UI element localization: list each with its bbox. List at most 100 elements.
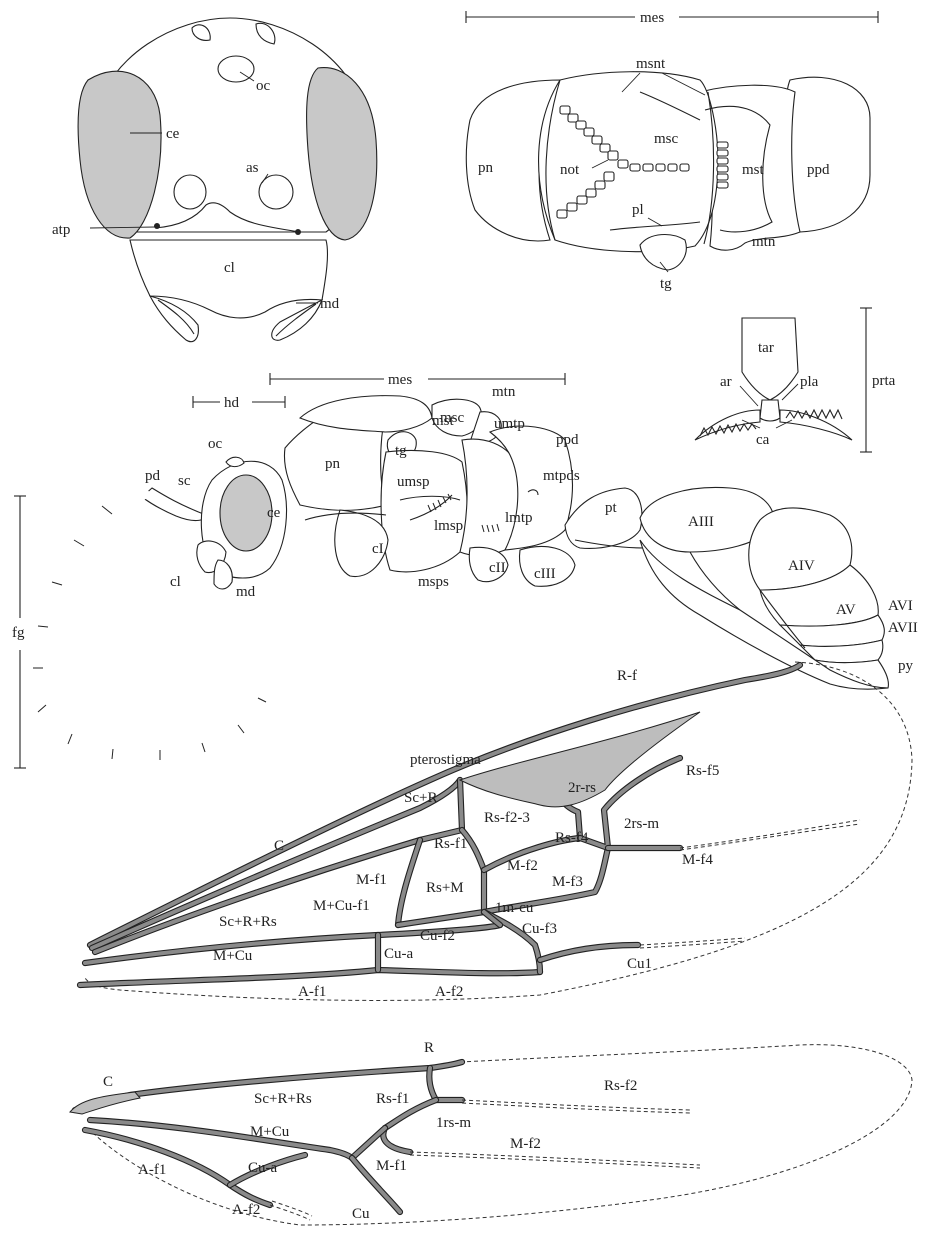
left-anterior-tentorial-pit	[154, 223, 160, 229]
M-f2-spectral	[410, 1152, 700, 1168]
label-Rs-f2-hind: Rs-f2	[604, 1078, 637, 1094]
Rs-f2-spectral	[462, 1100, 690, 1113]
label-not: not	[560, 162, 580, 178]
label-Sc-R-Rs: Sc+R+Rs	[219, 914, 277, 930]
label-AV: AV	[836, 602, 856, 618]
M-f4-spectral	[680, 820, 860, 850]
label-hd: hd	[224, 395, 240, 411]
propodeum	[785, 77, 870, 232]
label-R-f: R-f	[617, 668, 637, 684]
label-Cu-a: Cu-a	[384, 946, 414, 962]
mesosoma-dorsal-view: mes	[466, 7, 878, 292]
label-Rs-f5: Rs-f5	[686, 763, 719, 779]
label-cl: cl	[224, 260, 235, 276]
label-umtp: umtp	[494, 416, 525, 432]
left-antennal-socket	[174, 175, 206, 209]
hind-wing-costal-base	[70, 1092, 140, 1114]
label-AVII: AVII	[888, 620, 918, 636]
label-mtn: mtn	[752, 234, 776, 250]
label-ppd-lateral: ppd	[556, 432, 579, 448]
label-fg: fg	[12, 625, 25, 641]
label-pla: pla	[800, 374, 819, 390]
label-A-f2: A-f2	[435, 984, 463, 1000]
median-ocellus	[218, 56, 254, 82]
label-cI: cI	[372, 541, 384, 557]
label-1rs-m: 1rs-m	[436, 1115, 471, 1131]
label-cIII: cIII	[534, 566, 556, 582]
label-Rs-f1: Rs-f1	[434, 836, 467, 852]
label-msnt: msnt	[636, 56, 666, 72]
label-Sc-R: Sc+R	[404, 790, 437, 806]
label-mst-lateral: mst	[432, 413, 455, 429]
label-Rs-f1-hind: Rs-f1	[376, 1091, 409, 1107]
label-Rs-f4: Rs-f4	[555, 830, 589, 846]
label-A-f2-hind: A-f2	[232, 1202, 260, 1218]
label-M-Cu-f1: M+Cu-f1	[313, 898, 370, 914]
label-Sc-R-Rs-hind: Sc+R+Rs	[254, 1091, 312, 1107]
label-ce: ce	[166, 126, 180, 142]
label-cII: cII	[489, 560, 506, 576]
label-cl-lateral: cl	[170, 574, 181, 590]
label-M-f2: M-f2	[507, 858, 538, 874]
label-atp: atp	[52, 222, 70, 238]
arolium	[760, 400, 780, 421]
pretarsus-view: prta tar ar pla ca	[695, 308, 896, 452]
label-tg-lateral: tg	[395, 443, 407, 459]
label-C: C	[274, 838, 284, 854]
mesopleuron	[381, 450, 467, 571]
label-mtn-lateral: mtn	[492, 384, 516, 400]
label-Cu-a-hind: Cu-a	[248, 1160, 278, 1176]
label-pn: pn	[478, 160, 494, 176]
label-prta: prta	[872, 373, 896, 389]
label-M-Cu: M+Cu	[213, 948, 253, 964]
label-ce-lateral: ce	[267, 505, 281, 521]
label-2rs-m: 2rs-m	[624, 816, 659, 832]
label-ca: ca	[756, 432, 770, 448]
label-oc-lateral: oc	[208, 436, 223, 452]
label-mst: mst	[742, 162, 765, 178]
label-Cu1: Cu1	[627, 956, 652, 972]
label-M-f4: M-f4	[682, 852, 713, 868]
label-pn-lateral: pn	[325, 456, 341, 472]
label-ppd: ppd	[807, 162, 830, 178]
label-Cu-hind: Cu	[352, 1206, 370, 1222]
label-Rs-f2-3: Rs-f2-3	[484, 810, 530, 826]
tarsomere	[742, 318, 798, 400]
label-1m-cu: 1m-cu	[495, 900, 534, 916]
hind-wing: R C Sc+R+Rs Rs-f1 Rs-f2 1rs-m M+Cu M-f2 …	[70, 1040, 912, 1225]
label-M-f3: M-f3	[552, 874, 583, 890]
right-mandible	[272, 300, 322, 340]
label-mes-lateral: mes	[388, 372, 412, 388]
label-Rs-M: Rs+M	[426, 880, 464, 896]
petiole	[565, 488, 642, 548]
antenna	[142, 488, 206, 521]
compound-eye-lateral	[220, 475, 272, 551]
habitus-lateral-view: hd mes fg	[11, 370, 918, 768]
ocellus-lateral	[226, 457, 244, 466]
label-py: py	[898, 658, 914, 674]
label-sc: sc	[178, 473, 191, 489]
label-ar: ar	[720, 374, 732, 390]
label-as: as	[246, 160, 259, 176]
label-AIV: AIV	[788, 558, 815, 574]
label-C-hind: C	[103, 1074, 113, 1090]
label-Cu-f3: Cu-f3	[522, 921, 557, 937]
label-tg: tg	[660, 276, 672, 292]
label-lmsp: lmsp	[434, 518, 463, 534]
fore-wing: R-f pterostigma Rs-f5 2r-rs Sc+R Rs-f2-3…	[80, 662, 912, 1000]
label-AVI: AVI	[888, 598, 913, 614]
label-A-f1: A-f1	[298, 984, 326, 1000]
label-tar: tar	[758, 340, 774, 356]
label-msc: msc	[654, 131, 679, 147]
label-mtpds: mtpds	[543, 468, 580, 484]
A-f2-spectral	[270, 1201, 312, 1220]
label-Cu-f2: Cu-f2	[420, 928, 455, 944]
label-M-f1-hind: M-f1	[376, 1158, 407, 1174]
label-oc: oc	[256, 78, 271, 94]
label-AIII: AIII	[688, 514, 714, 530]
label-pterostigma: pterostigma	[410, 752, 481, 768]
label-M-f2-hind: M-f2	[510, 1136, 541, 1152]
tegula-dorsal	[640, 235, 686, 270]
label-md: md	[320, 296, 340, 312]
